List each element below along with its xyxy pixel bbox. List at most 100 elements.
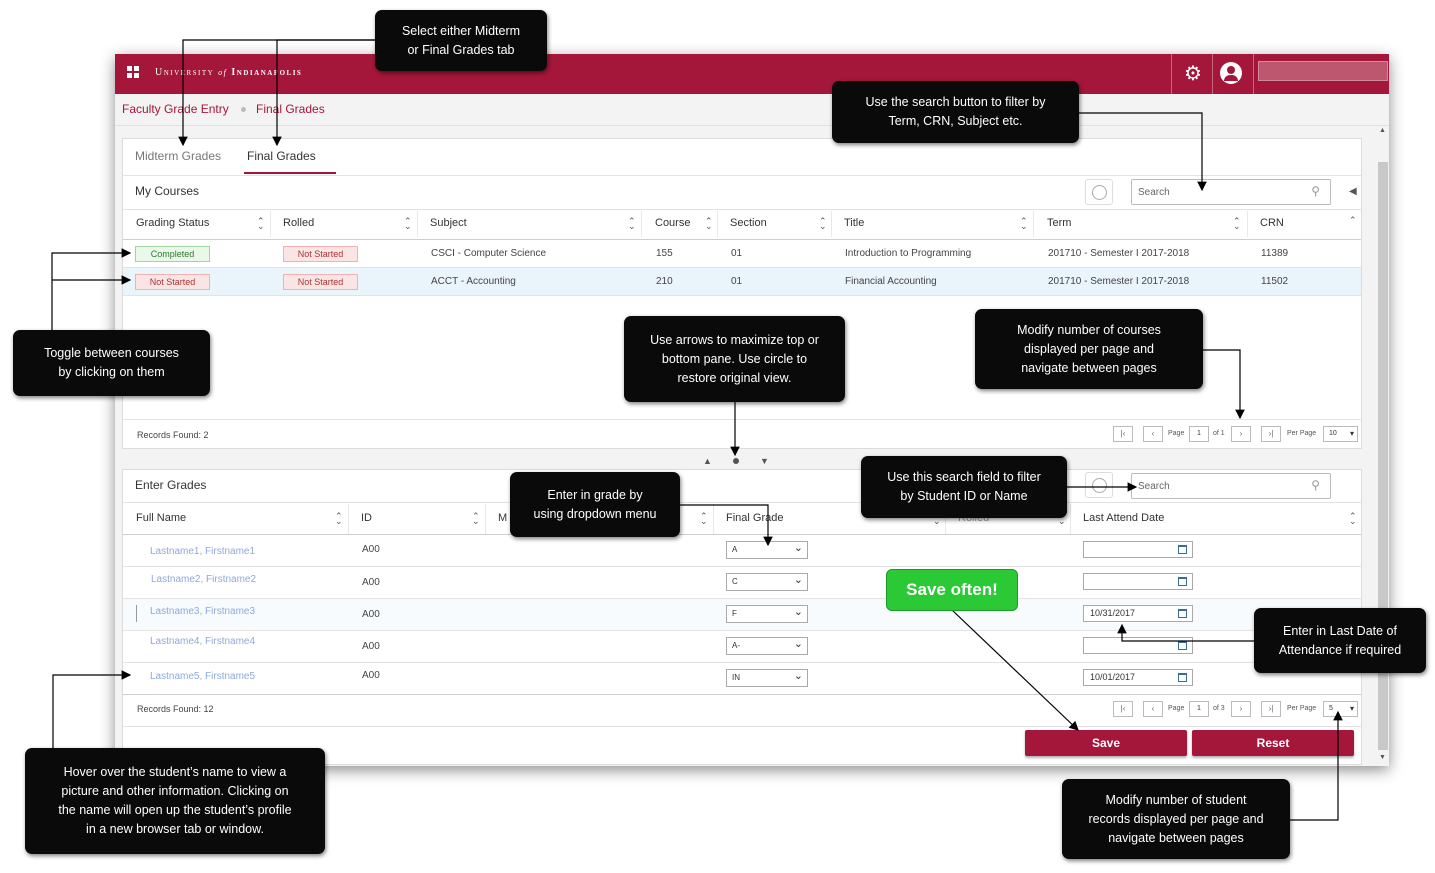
scroll-up-icon[interactable]: ▲ bbox=[1379, 127, 1386, 134]
next-page-button[interactable]: › bbox=[1231, 426, 1251, 442]
grading-status-badge: Not Started bbox=[135, 274, 210, 290]
first-page-button[interactable]: |‹ bbox=[1113, 426, 1133, 442]
restore-view-icon[interactable] bbox=[733, 458, 739, 464]
courses-search-input[interactable]: Search⚲ bbox=[1131, 179, 1331, 205]
gear-icon[interactable]: ⚙ bbox=[1184, 63, 1202, 85]
col-subject[interactable]: Subject bbox=[430, 217, 467, 229]
prev-page-button[interactable]: ‹ bbox=[1143, 426, 1163, 442]
final-grade-select[interactable]: IN bbox=[726, 668, 808, 687]
sort-icon[interactable]: ⌃⌄ bbox=[628, 216, 636, 231]
last-page-button[interactable]: ›| bbox=[1261, 426, 1281, 442]
scroll-down-icon[interactable]: ▼ bbox=[1379, 754, 1386, 761]
collapse-left-icon[interactable]: ◀ bbox=[1349, 186, 1357, 197]
table-row: Lastname5, Firstname5 A00 IN 10/01/2017 bbox=[123, 663, 1361, 694]
final-grade-select[interactable]: C bbox=[726, 572, 808, 591]
app-grid-icon[interactable] bbox=[127, 66, 139, 78]
last-attend-date-input[interactable] bbox=[1083, 541, 1193, 558]
callout-save-often: Save often! bbox=[886, 569, 1018, 611]
search-icon: ⚲ bbox=[1311, 184, 1320, 198]
next-page-button[interactable]: › bbox=[1231, 701, 1251, 717]
col-full-name[interactable]: Full Name bbox=[136, 512, 187, 524]
courses-per-page-select[interactable]: 10 bbox=[1323, 426, 1358, 442]
sort-icon[interactable]: ⌃⌄ bbox=[472, 511, 480, 526]
sort-icon[interactable]: ⌃⌄ bbox=[257, 216, 265, 231]
table-row: Lastname2, Firstname2 A00 C bbox=[123, 567, 1361, 598]
per-page-label: Per Page bbox=[1287, 705, 1317, 712]
col-id[interactable]: ID bbox=[361, 512, 372, 524]
last-page-button[interactable]: ›| bbox=[1261, 701, 1281, 717]
breadcrumb-final-grades[interactable]: Final Grades bbox=[256, 102, 325, 116]
student-name-link[interactable]: Lastname3, Firstname3 bbox=[150, 606, 256, 617]
sort-asc-icon[interactable]: ⌃ bbox=[1349, 215, 1357, 225]
page-number-input[interactable]: 1 bbox=[1189, 701, 1209, 717]
tab-midterm-grades[interactable]: Midterm Grades bbox=[135, 149, 222, 163]
final-grade-select[interactable]: A- bbox=[726, 636, 808, 655]
col-last-attend-date[interactable]: Last Attend Date bbox=[1083, 512, 1165, 524]
tab-final-grades[interactable]: Final Grades bbox=[247, 149, 316, 163]
calendar-icon bbox=[1178, 641, 1187, 650]
col-midterm[interactable]: M bbox=[498, 512, 508, 524]
sort-icon[interactable]: ⌃⌄ bbox=[700, 511, 708, 526]
per-page-label: Per Page bbox=[1287, 430, 1317, 437]
rolled-status-badge: Not Started bbox=[283, 274, 358, 290]
rolled-status-badge: Not Started bbox=[283, 246, 358, 262]
student-id-cell: A00 bbox=[362, 670, 380, 681]
sort-icon[interactable]: ⌃⌄ bbox=[335, 511, 343, 526]
course-cell: 210 bbox=[656, 276, 673, 287]
term-cell: 201710 - Semester I 2017-2018 bbox=[1048, 276, 1190, 287]
sort-icon[interactable]: ⌃⌄ bbox=[819, 216, 827, 231]
prev-page-button[interactable]: ‹ bbox=[1143, 701, 1163, 717]
student-name-link[interactable]: Lastname2, Firstname2 bbox=[151, 574, 257, 585]
sort-icon[interactable]: ⌃⌄ bbox=[705, 216, 713, 231]
student-name-link[interactable]: Lastname1, Firstname1 bbox=[150, 546, 256, 557]
maximize-top-arrow-icon[interactable]: ▲ bbox=[703, 456, 712, 466]
col-section[interactable]: Section bbox=[730, 217, 767, 229]
scrollbar-thumb[interactable] bbox=[1378, 162, 1388, 750]
breadcrumb-separator bbox=[241, 107, 246, 112]
global-search-input[interactable] bbox=[1258, 61, 1388, 81]
last-attend-date-input[interactable]: 10/31/2017 bbox=[1083, 605, 1193, 622]
courses-filter-button[interactable] bbox=[1085, 179, 1113, 205]
sort-icon[interactable]: ⌃⌄ bbox=[404, 216, 412, 231]
final-grade-select[interactable]: F bbox=[726, 604, 808, 623]
top-bar: University of Indianapolis ⚙ bbox=[115, 54, 1389, 94]
col-title[interactable]: Title bbox=[844, 217, 865, 229]
final-grade-select[interactable]: A bbox=[726, 540, 808, 559]
grades-search-input[interactable]: Search⚲ bbox=[1131, 473, 1331, 499]
sort-icon[interactable]: ⌃⌄ bbox=[1349, 511, 1357, 526]
calendar-icon bbox=[1178, 609, 1187, 618]
breadcrumb-faculty-grade-entry[interactable]: Faculty Grade Entry bbox=[122, 102, 229, 116]
col-term[interactable]: Term bbox=[1047, 217, 1072, 229]
reset-button[interactable]: Reset bbox=[1192, 730, 1354, 756]
student-id-cell: A00 bbox=[362, 544, 380, 555]
col-course[interactable]: Course bbox=[655, 217, 691, 229]
sort-icon[interactable]: ⌃⌄ bbox=[1020, 216, 1028, 231]
save-button[interactable]: Save bbox=[1025, 730, 1187, 756]
course-row[interactable]: Not Started Not Started ACCT - Accountin… bbox=[123, 268, 1361, 295]
student-name-link[interactable]: Lastname4, Firstname4 bbox=[150, 636, 256, 647]
col-rolled[interactable]: Rolled bbox=[283, 217, 315, 229]
col-crn[interactable]: CRN bbox=[1260, 217, 1284, 229]
last-attend-date-input[interactable]: 10/01/2017 bbox=[1083, 669, 1193, 686]
table-row: Lastname3, Firstname3 A00 F 10/31/2017 bbox=[123, 599, 1361, 630]
grades-filter-button[interactable] bbox=[1085, 472, 1113, 498]
page-number-input[interactable]: 1 bbox=[1189, 426, 1209, 442]
last-attend-date-input[interactable] bbox=[1083, 573, 1193, 590]
course-row[interactable]: Completed Not Started CSCI - Computer Sc… bbox=[123, 240, 1361, 267]
col-final-grade[interactable]: Final Grade bbox=[726, 512, 784, 524]
user-icon[interactable] bbox=[1220, 62, 1242, 84]
col-grading-status[interactable]: Grading Status bbox=[136, 217, 210, 229]
grades-panel: Enter Grades Search⚲ Full Name ⌃⌄ ID ⌃⌄ … bbox=[122, 469, 1362, 765]
maximize-bottom-arrow-icon[interactable]: ▼ bbox=[760, 456, 769, 466]
university-logo: University of Indianapolis bbox=[155, 67, 303, 78]
sort-icon[interactable]: ⌃⌄ bbox=[1233, 216, 1241, 231]
first-page-button[interactable]: |‹ bbox=[1113, 701, 1133, 717]
student-name-link[interactable]: Lastname5, Firstname5 bbox=[150, 671, 256, 682]
student-id-cell: A00 bbox=[362, 609, 380, 620]
